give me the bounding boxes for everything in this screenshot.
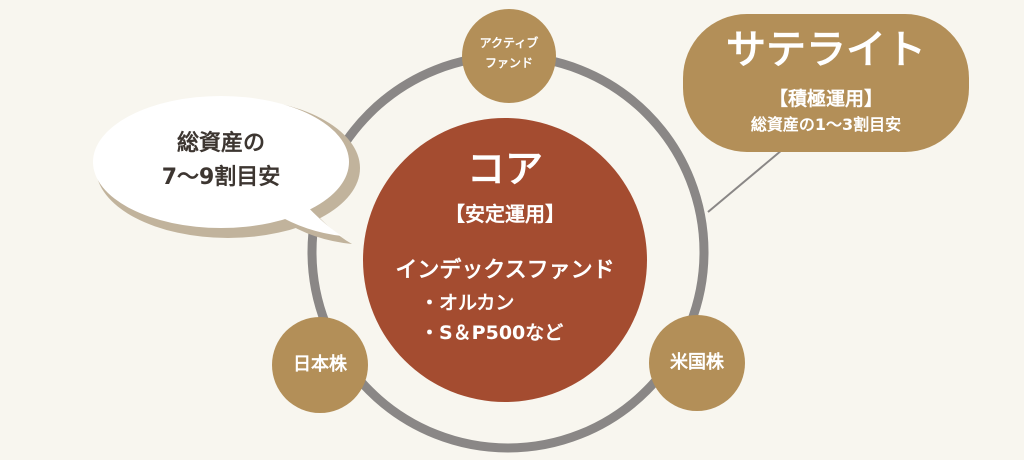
node-top-circle — [462, 9, 556, 103]
core-ratio-line1: 総資産の — [176, 131, 265, 156]
satellite-title: サテライト — [726, 27, 926, 73]
node-right-label: 米国株 — [670, 352, 724, 373]
core-item-sp500: ・S＆P500など — [420, 322, 564, 344]
core-item-orcan: ・オルカン — [420, 292, 515, 314]
node-top-label-line1: アクティブ — [479, 36, 539, 50]
node-left-label: 日本株 — [293, 354, 347, 375]
core-subtitle: 【安定運用】 — [445, 202, 565, 226]
satellite-box — [683, 14, 969, 152]
satellite-subtitle: 【積極運用】 — [768, 88, 883, 110]
core-category: インデックスファンド — [395, 258, 615, 283]
core-title: コア — [466, 147, 543, 191]
speech-bubble — [93, 96, 349, 236]
satellite-connector — [707, 149, 783, 213]
core-circle — [363, 118, 647, 402]
node-top-label-line2: ファンド — [484, 56, 533, 70]
satellite-ratio: 総資産の1〜3割目安 — [750, 115, 902, 134]
core-ratio-line2: 7〜9割目安 — [161, 165, 281, 190]
node-right-circle — [649, 315, 745, 411]
node-left-circle — [272, 317, 368, 413]
